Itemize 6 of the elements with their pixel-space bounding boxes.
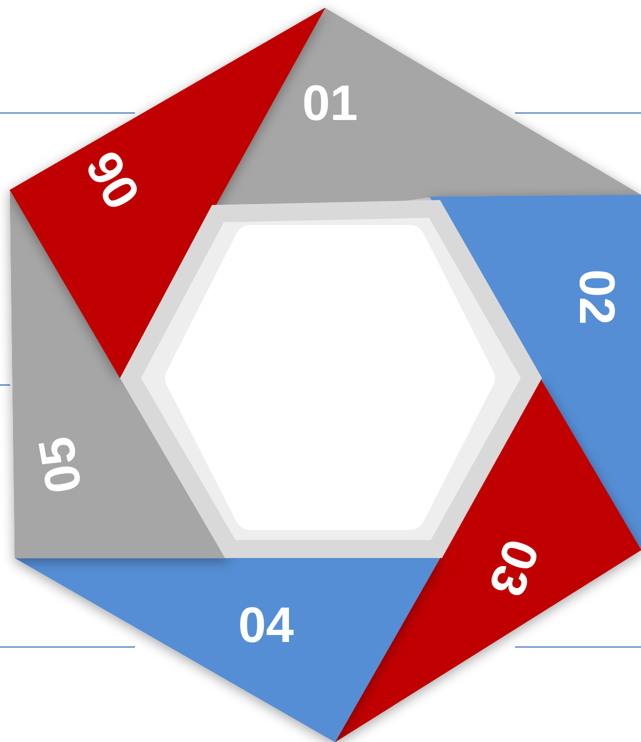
segment-number: 03	[481, 533, 547, 603]
segment-number: 05	[30, 433, 90, 497]
segment-number: 02	[572, 269, 622, 325]
segment-number: 06	[77, 143, 149, 217]
segment-number: 04	[238, 600, 294, 650]
segment-number: 01	[302, 78, 358, 128]
